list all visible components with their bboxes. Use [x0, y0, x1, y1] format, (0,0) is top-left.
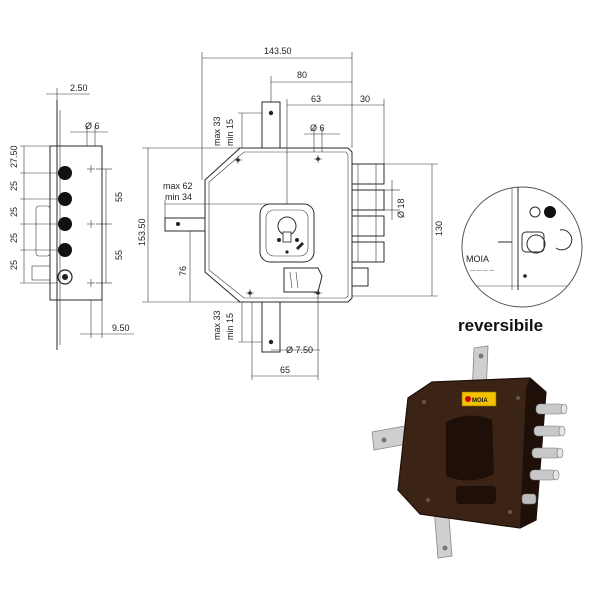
- hook-bottom-min-label: min 15: [225, 313, 235, 340]
- width-30-label: 30: [360, 94, 370, 104]
- bottom-hook-plate: [261, 301, 281, 353]
- width-65-label: 65: [280, 365, 290, 375]
- top-hook-plate: [261, 101, 281, 149]
- lock-case-outline: [204, 147, 353, 303]
- svg-text:— — — —: — — — —: [470, 268, 494, 274]
- throw-max-label: max 62: [163, 181, 193, 191]
- detail-brand-label: MOIA: [466, 254, 489, 264]
- bolt-2: [58, 192, 72, 206]
- side-hole-dia-label: Ø 6: [85, 121, 100, 131]
- pitch-2-label: 25: [9, 181, 19, 191]
- bolt-1: [58, 166, 72, 180]
- pitch-3-label: 25: [9, 207, 19, 217]
- left-latch-tongue: [164, 217, 206, 232]
- bolt-dia-label: Ø 18: [396, 198, 406, 218]
- reversible-caption: reversibile: [458, 316, 543, 335]
- bolt-4: [58, 243, 72, 257]
- dim-76-label: 76: [178, 266, 188, 276]
- right-dim-upper-label: 55: [114, 192, 124, 202]
- hook-bottom-max-label: max 33: [212, 310, 222, 340]
- front-hole-dia-label: Ø 6: [310, 123, 325, 133]
- side-view: 27.50 25 25 25 25 2.50 Ø 6 55 55: [9, 83, 134, 350]
- deadbolts: [351, 163, 385, 287]
- photo-deadbolts: [521, 403, 568, 505]
- front-view: 143.50 80 63 30 max 33 min 15 Ø 6 Ø 18: [137, 46, 444, 380]
- brand-sticker: [461, 391, 497, 407]
- top-offset-label: 2.50: [70, 83, 88, 93]
- bolt-3: [58, 217, 72, 231]
- bottom-offset-label: 9.50: [112, 323, 130, 333]
- right-dim-lower-label: 55: [114, 250, 124, 260]
- hook-top-min-label: min 15: [225, 119, 235, 146]
- height-total-label: 153.50: [137, 218, 147, 246]
- width-63-label: 63: [311, 94, 321, 104]
- overall-width-label: 143.50: [264, 46, 292, 56]
- latch-bolt: [57, 269, 73, 285]
- height-case-label: 130: [434, 221, 444, 236]
- handle-follower: [283, 267, 323, 293]
- lock-photo: MOIA: [371, 345, 568, 559]
- pitch-4-label: 25: [9, 233, 19, 243]
- pitch-1-label: 27.50: [9, 145, 19, 168]
- hook-top-max-label: max 33: [212, 116, 222, 146]
- throw-min-label: min 34: [165, 192, 192, 202]
- bottom-hole-dia-label: Ø 7.50: [286, 345, 313, 355]
- pitch-5-label: 25: [9, 260, 19, 270]
- reversible-detail: MOIA — — — —: [461, 186, 583, 308]
- photo-brand-label: MOIA: [472, 398, 488, 404]
- width-80-label: 80: [297, 70, 307, 80]
